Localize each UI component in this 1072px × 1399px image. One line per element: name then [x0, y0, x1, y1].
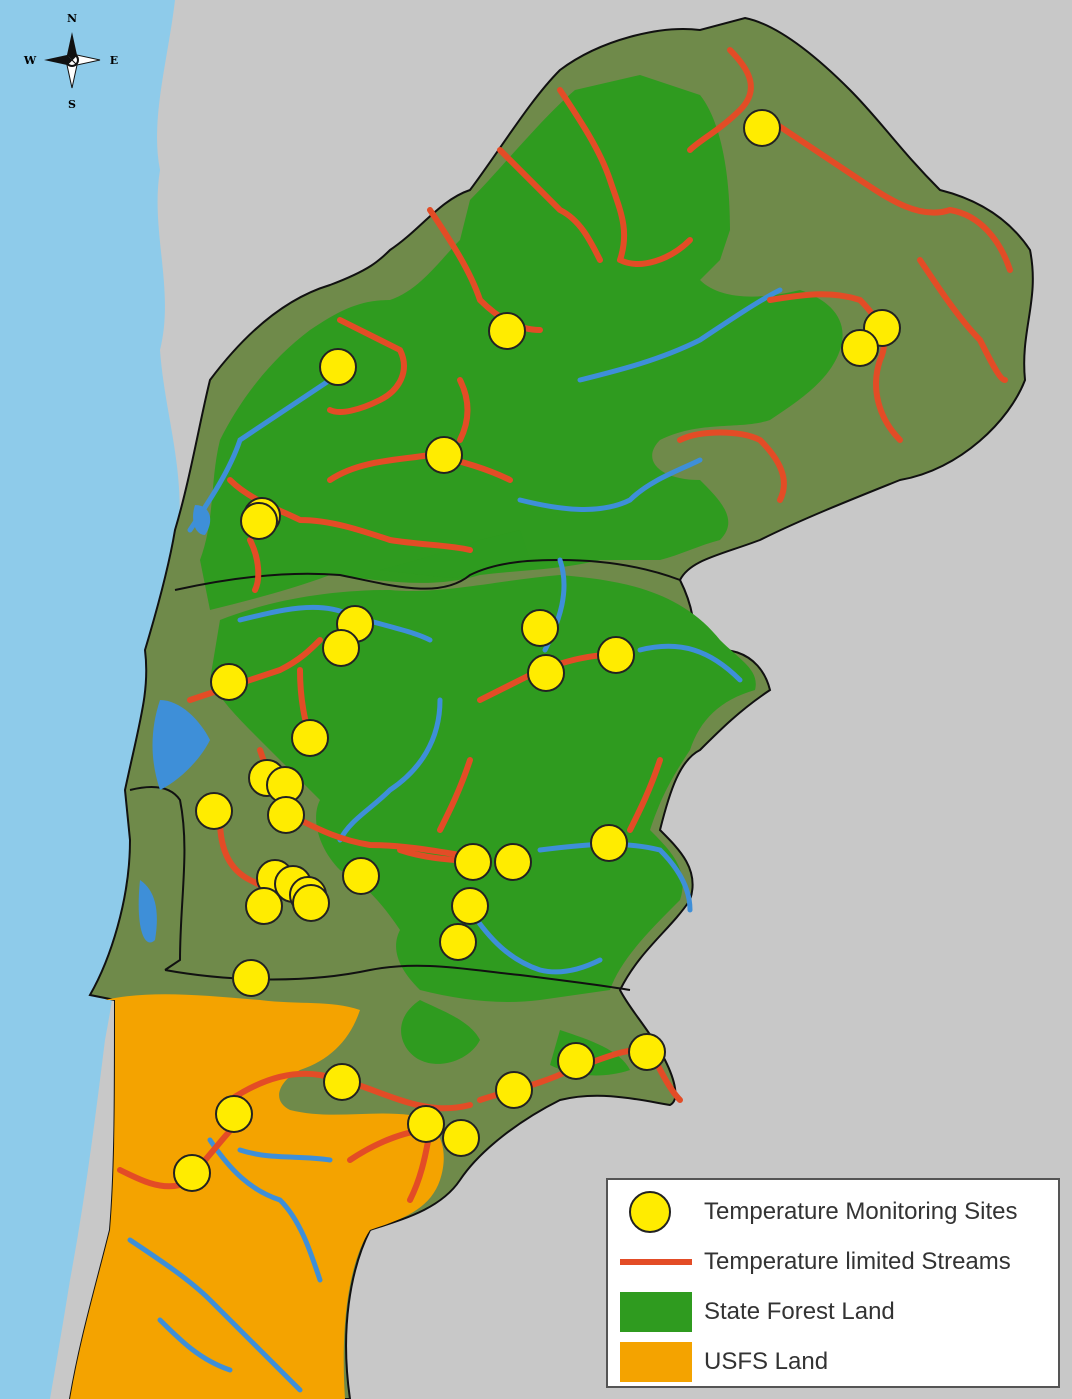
monitoring-site-marker — [841, 329, 879, 367]
legend-item-temperature-limited-streams: Temperature limited Streams — [608, 1238, 1058, 1286]
monitoring-site-marker — [743, 109, 781, 147]
monitoring-site-marker — [342, 857, 380, 895]
legend-label-monitoring-sites: Temperature Monitoring Sites — [704, 1198, 1018, 1225]
usfs-land — [70, 994, 444, 1399]
monitoring-site-marker — [245, 887, 283, 925]
monitoring-site-marker — [597, 636, 635, 674]
monitoring-site-marker — [454, 843, 492, 881]
monitoring-site-marker — [407, 1105, 445, 1143]
monitoring-site-marker — [232, 959, 270, 997]
red-line-icon — [620, 1259, 692, 1265]
yellow-circle-icon — [629, 1191, 671, 1233]
compass-north-arrow — [67, 32, 77, 60]
monitoring-site-marker — [494, 843, 532, 881]
monitoring-site-marker — [557, 1042, 595, 1080]
monitoring-site-marker — [323, 1063, 361, 1101]
monitoring-site-marker — [215, 1095, 253, 1133]
legend-item-usfs-land: USFS Land — [608, 1338, 1058, 1386]
monitoring-site-marker — [173, 1154, 211, 1192]
monitoring-site-marker — [292, 884, 330, 922]
monitoring-site-marker — [590, 824, 628, 862]
green-box-icon — [620, 1292, 692, 1332]
monitoring-site-marker — [521, 609, 559, 647]
legend-item-monitoring-sites: Temperature Monitoring Sites — [608, 1188, 1058, 1236]
orange-box-icon — [620, 1342, 692, 1382]
monitoring-site-marker — [425, 436, 463, 474]
monitoring-site-marker — [488, 312, 526, 350]
monitoring-site-marker — [527, 654, 565, 692]
monitoring-site-marker — [442, 1119, 480, 1157]
monitoring-site-marker — [240, 502, 278, 540]
compass-center — [65, 53, 79, 67]
compass-rose: N S E W — [23, 12, 118, 111]
legend-label-state-forest-land: State Forest Land — [704, 1298, 895, 1325]
monitoring-site-marker — [319, 348, 357, 386]
compass-e-label: E — [110, 54, 118, 67]
legend-label-usfs-land: USFS Land — [704, 1348, 829, 1375]
monitoring-site-marker — [439, 923, 477, 961]
compass-n-label: N — [67, 12, 77, 25]
monitoring-site-marker — [210, 663, 248, 701]
legend-label-temperature-limited-streams: Temperature limited Streams — [704, 1248, 1011, 1275]
monitoring-site-marker — [291, 719, 329, 757]
monitoring-site-marker — [322, 629, 360, 667]
compass-s-label: S — [68, 98, 76, 111]
compass-w-label: W — [23, 54, 37, 67]
legend-item-state-forest-land: State Forest Land — [608, 1288, 1058, 1336]
monitoring-site-marker — [451, 887, 489, 925]
monitoring-site-marker — [195, 792, 233, 830]
lakes — [138, 505, 211, 943]
compass-west-arrow — [44, 55, 72, 65]
monitoring-site-marker — [628, 1033, 666, 1071]
monitoring-site-marker — [267, 796, 305, 834]
temperature-monitoring-sites — [173, 109, 901, 1192]
ocean — [0, 0, 180, 1399]
monitoring-site-marker — [495, 1071, 533, 1109]
map-legend: Temperature Monitoring Sites Temperature… — [606, 1178, 1060, 1388]
